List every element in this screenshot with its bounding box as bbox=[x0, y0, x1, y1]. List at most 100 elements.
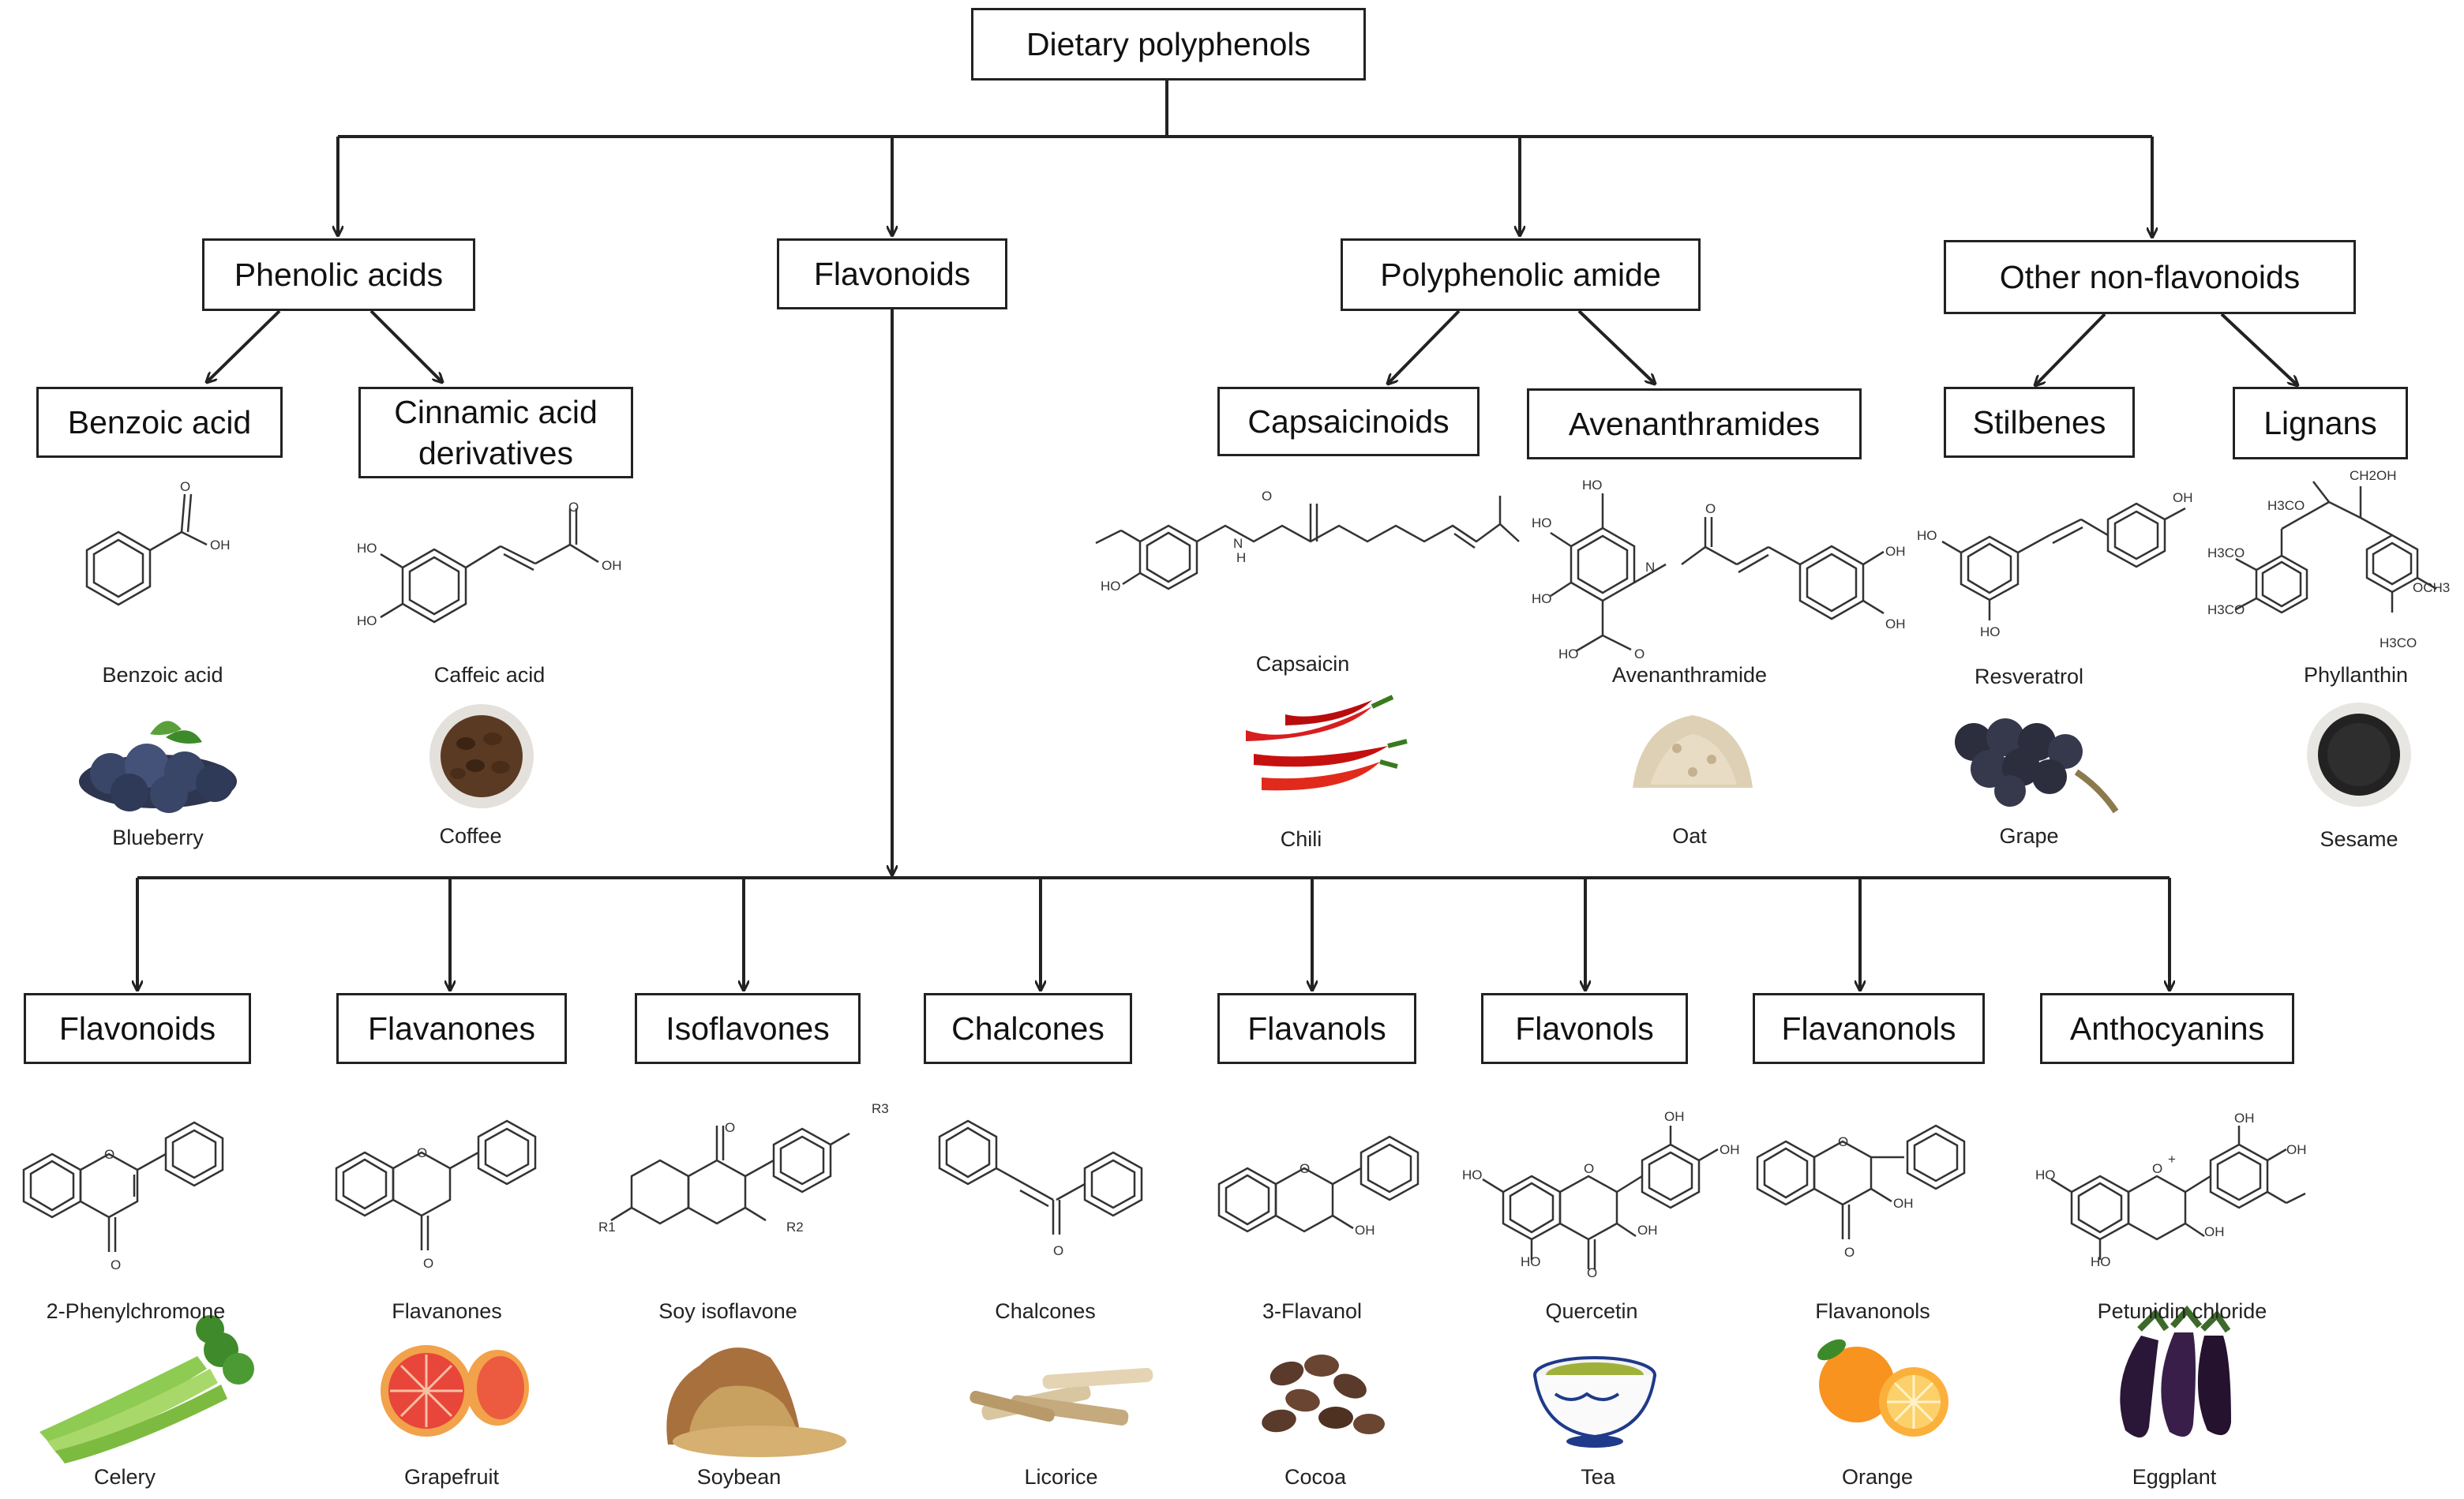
eggplant-image bbox=[2120, 1305, 2231, 1438]
food-label: Chili bbox=[1280, 827, 1322, 851]
connector-arrow bbox=[1388, 309, 1461, 384]
compound-label: 3-Flavanol bbox=[1262, 1299, 1363, 1323]
food-label: Grape bbox=[1999, 824, 2059, 848]
structure-caffeic-acid bbox=[380, 508, 599, 624]
compound-label: Flavanones bbox=[392, 1299, 502, 1323]
food-label: Oat bbox=[1672, 824, 1707, 848]
atom-label: HO bbox=[1582, 478, 1603, 493]
connector-arrow bbox=[2220, 313, 2297, 385]
orange-image bbox=[1817, 1339, 1948, 1437]
structure-quercetin bbox=[1482, 1126, 1719, 1269]
atom-label: R2 bbox=[786, 1220, 804, 1235]
atom-label: OH bbox=[2173, 490, 2193, 505]
structure-benzoic-acid bbox=[85, 493, 208, 606]
node-benzoic-acid: Benzoic acid bbox=[36, 387, 283, 458]
structure-chalcone bbox=[938, 1119, 1143, 1235]
structure-petunidin bbox=[2050, 1126, 2306, 1260]
atom-label: OH bbox=[1893, 1196, 1914, 1211]
food-label: Grapefruit bbox=[403, 1465, 500, 1489]
atom-label: O bbox=[1634, 646, 1645, 661]
node-cinnamic-acid-derivatives: Cinnamic acid derivatives bbox=[358, 387, 633, 478]
atom-label: O bbox=[423, 1256, 433, 1271]
node-flavonols: Flavonols bbox=[1481, 993, 1688, 1064]
food-label: Tea bbox=[1581, 1465, 1615, 1489]
atom-label: HO bbox=[2091, 1254, 2111, 1269]
atom-label: R3 bbox=[872, 1101, 889, 1116]
licorice-image bbox=[969, 1367, 1153, 1426]
chili-image bbox=[1246, 695, 1408, 791]
grapefruit-image bbox=[381, 1345, 529, 1437]
atom-label: OH bbox=[602, 558, 622, 573]
atom-label: HO bbox=[1462, 1167, 1483, 1182]
oat-image bbox=[1633, 715, 1753, 788]
atom-label: O bbox=[1705, 501, 1716, 516]
atom-label: O bbox=[104, 1147, 114, 1162]
node-capsaicinoids: Capsaicinoids bbox=[1217, 387, 1480, 456]
connector-arrow bbox=[2035, 313, 2106, 385]
connector-lines bbox=[137, 80, 2297, 990]
atom-label: N bbox=[1233, 536, 1243, 551]
food-label: Cocoa bbox=[1284, 1465, 1347, 1489]
food-images bbox=[39, 695, 2411, 1463]
atom-label: O bbox=[725, 1120, 735, 1135]
node-dietary-polyphenols: Dietary polyphenols bbox=[971, 8, 1366, 81]
atom-label: O bbox=[1587, 1265, 1597, 1280]
atom-label: H3CO bbox=[2207, 602, 2245, 617]
cocoa-image bbox=[1262, 1355, 1385, 1434]
compound-label: Avenanthramide bbox=[1611, 663, 1768, 687]
atom-label: OH bbox=[2234, 1111, 2255, 1126]
connector-arrow bbox=[207, 309, 281, 382]
atom-label: OCH3 bbox=[2413, 580, 2450, 595]
atom-label: OH bbox=[1885, 616, 1906, 631]
grape-image bbox=[1955, 718, 2119, 814]
atom-label: N bbox=[1645, 560, 1655, 575]
atom-label: OH bbox=[2204, 1224, 2225, 1239]
atom-label: HO bbox=[1532, 515, 1552, 530]
structure-flavanol bbox=[1217, 1135, 1420, 1233]
atom-label: O bbox=[111, 1257, 121, 1272]
structure-isoflavone bbox=[610, 1126, 850, 1225]
atom-label: HO bbox=[1558, 646, 1579, 661]
structure-phyllanthin bbox=[2235, 481, 2437, 614]
structure-avenanthramide bbox=[1550, 493, 1885, 653]
compound-label: Benzoic acid bbox=[102, 663, 223, 687]
node-avenanthramides: Avenanthramides bbox=[1527, 388, 1862, 459]
atom-label: O bbox=[1584, 1161, 1594, 1176]
atom-label: + bbox=[2168, 1152, 2176, 1167]
atom-label: O bbox=[417, 1145, 427, 1160]
atom-label: OH bbox=[2286, 1142, 2307, 1157]
atom-label: O bbox=[2152, 1161, 2162, 1176]
compound-label: Chalcones bbox=[995, 1299, 1096, 1323]
atom-label: O bbox=[1844, 1245, 1855, 1260]
node-polyphenolic-amide: Polyphenolic amide bbox=[1341, 238, 1701, 311]
compound-label: Phyllanthin bbox=[2303, 663, 2409, 687]
atom-label: O bbox=[1053, 1243, 1063, 1258]
atom-label: OH bbox=[1720, 1142, 1740, 1157]
atom-label: OH bbox=[1637, 1223, 1658, 1238]
atom-label: HO bbox=[1980, 624, 2001, 639]
atom-labels: O OH HO HO O OH N H O HO HO HO HO N O OH… bbox=[104, 468, 2450, 1280]
structure-flavone bbox=[22, 1121, 224, 1252]
atom-label: HO bbox=[2035, 1167, 2056, 1182]
node-lignans: Lignans bbox=[2233, 387, 2408, 459]
node-flavanonols: Flavanonols bbox=[1753, 993, 1985, 1064]
node-flavanols: Flavanols bbox=[1217, 993, 1416, 1064]
node-other-non-flavonoids: Other non-flavonoids bbox=[1944, 240, 2356, 314]
food-label: Licorice bbox=[1024, 1465, 1098, 1489]
atom-label: OH bbox=[210, 538, 231, 553]
compound-label: Capsaicin bbox=[1255, 652, 1350, 676]
celery-image bbox=[39, 1315, 254, 1463]
atom-label: HO bbox=[1532, 591, 1552, 606]
atom-label: OH bbox=[1664, 1109, 1685, 1124]
structure-flavanonol bbox=[1756, 1124, 1966, 1239]
compound-label: 2-Phenylchromone bbox=[46, 1299, 226, 1323]
sesame-image bbox=[2307, 703, 2411, 807]
compound-label: Flavanonols bbox=[1815, 1299, 1930, 1323]
node-flavonoids-category: Flavonoids bbox=[777, 238, 1007, 309]
atom-label: H3CO bbox=[2380, 635, 2417, 650]
food-label: Sesame bbox=[2320, 827, 2398, 851]
atom-label: O bbox=[568, 500, 579, 515]
connector-arrow bbox=[369, 309, 442, 382]
connector-arrow bbox=[1577, 309, 1655, 384]
